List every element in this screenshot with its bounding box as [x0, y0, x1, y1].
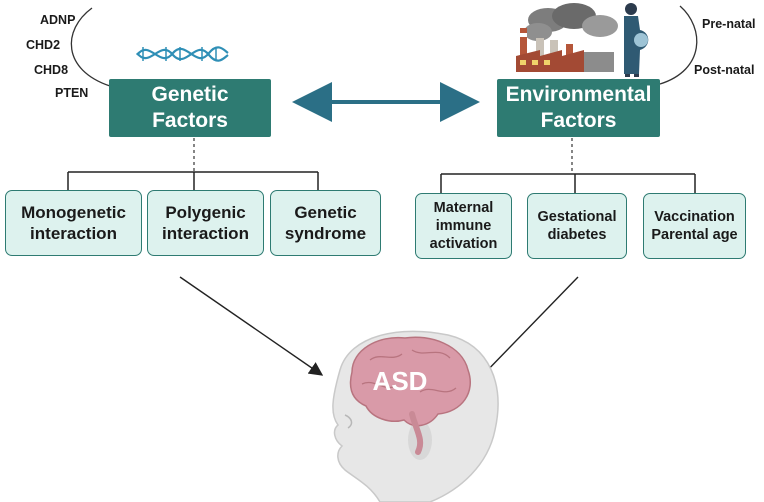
asd-label: ASD — [372, 366, 428, 396]
environmental-factors-header: Environmental Factors — [497, 79, 660, 137]
vaccination-parental-age-label: Vaccination Parental age — [651, 209, 738, 243]
monogenetic-interaction-label: Monogenetic interaction — [21, 203, 126, 243]
maternal-immune-activation-label: Maternal immune activation — [429, 200, 498, 252]
dna-icon — [136, 46, 229, 62]
gene-label-chd2: CHD2 — [26, 38, 61, 52]
postnatal-label: Post-natal — [694, 63, 755, 77]
timing-bracket — [659, 5, 698, 85]
polygenic-interaction-label: Polygenic interaction — [162, 203, 249, 243]
genetic-syndrome-box: Genetic syndrome — [270, 190, 381, 256]
prenatal-label: Pre-natal — [702, 17, 756, 31]
genetic-factors-title: Genetic Factors — [151, 83, 229, 132]
environmental-factors-title: Environmental Factors — [505, 83, 652, 132]
gene-label-chd8: CHD8 — [34, 63, 69, 77]
polygenic-interaction-box: Polygenic interaction — [147, 190, 264, 256]
environmental-to-asd-arrow — [477, 276, 579, 382]
monogenetic-interaction-box: Monogenetic interaction — [5, 190, 142, 256]
factory-icon — [516, 3, 618, 72]
maternal-immune-activation-box: Maternal immune activation — [415, 193, 512, 259]
gestational-diabetes-box: Gestational diabetes — [527, 193, 627, 259]
genetic-factors-header: Genetic Factors — [109, 79, 271, 137]
pregnant-woman-icon — [624, 3, 649, 77]
brain-icon — [349, 336, 471, 455]
genetic-to-asd-arrow — [179, 276, 324, 376]
vaccination-parental-age-box: Vaccination Parental age — [643, 193, 746, 259]
gene-label-pten: PTEN — [55, 86, 89, 100]
gestational-diabetes-label: Gestational diabetes — [537, 209, 617, 243]
gene-bracket — [70, 7, 111, 87]
genetic-syndrome-label: Genetic syndrome — [284, 203, 367, 243]
gene-label-adnp: ADNP — [40, 13, 76, 27]
